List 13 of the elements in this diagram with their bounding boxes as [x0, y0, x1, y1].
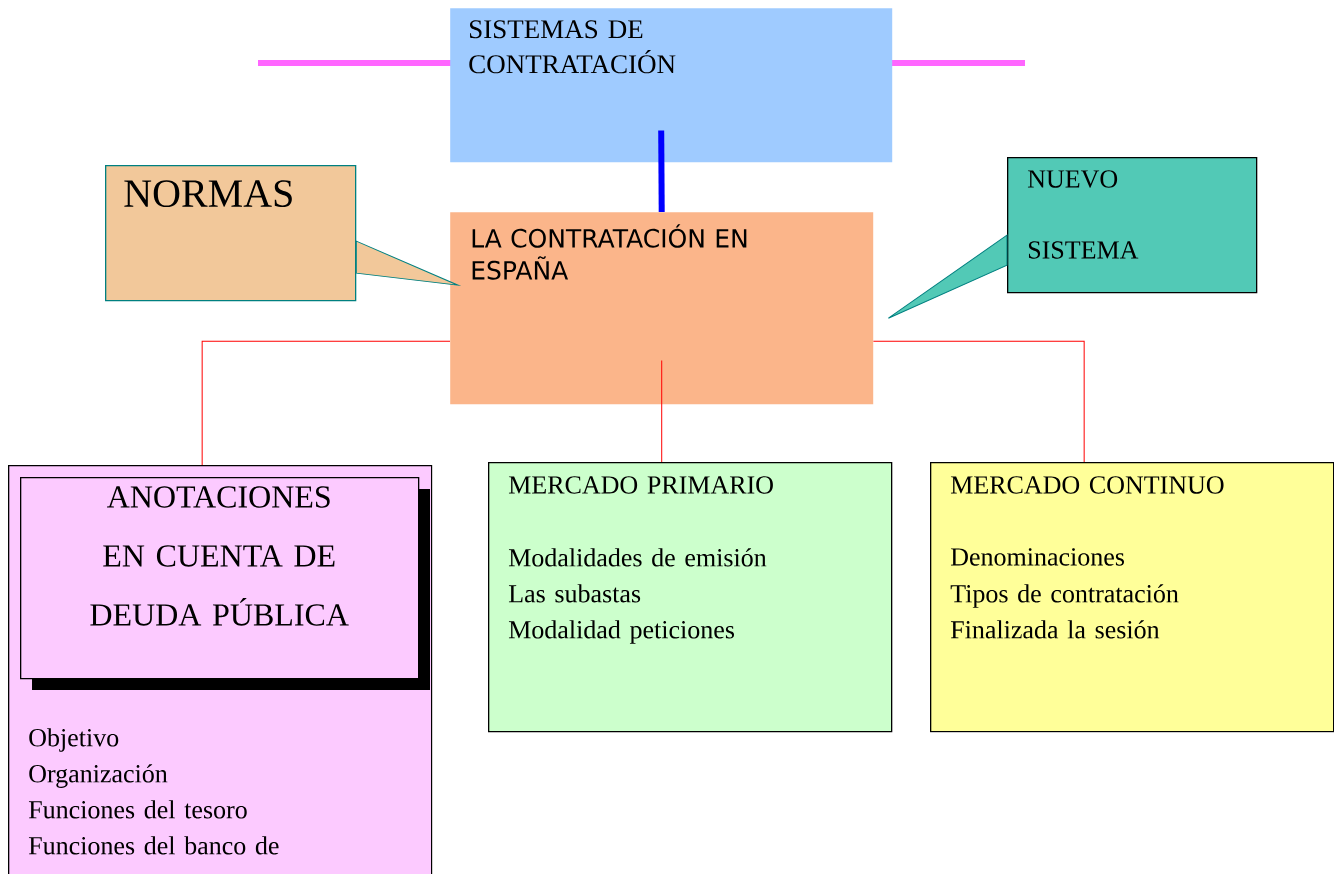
callout-pointer [887, 234, 1008, 319]
central-box: LA CONTRATACIÓN EN ESPAÑA [450, 212, 874, 405]
topic-box: MERCADO CONTINUO Denominaciones Tipos de contratación Finalizada la sesión [930, 462, 1334, 733]
connector-line [872, 340, 1085, 463]
title-box: SISTEMAS DE CONTRATACIÓN [450, 8, 893, 163]
heading-box: ANOTACIONES EN CUENTA DE DEUDA PÚBLICA [20, 477, 430, 690]
connector-line [658, 130, 665, 213]
connector-line [201, 340, 451, 466]
topic-box: MERCADO PRIMARIO Modalidades de emisión Las subastas Modalidad peticiones [488, 462, 893, 733]
callout-box: NUEVO SISTEMA [1007, 157, 1258, 294]
connector-line [661, 359, 663, 463]
callout-pointer [355, 240, 459, 286]
callout-box: NORMAS [105, 165, 357, 302]
